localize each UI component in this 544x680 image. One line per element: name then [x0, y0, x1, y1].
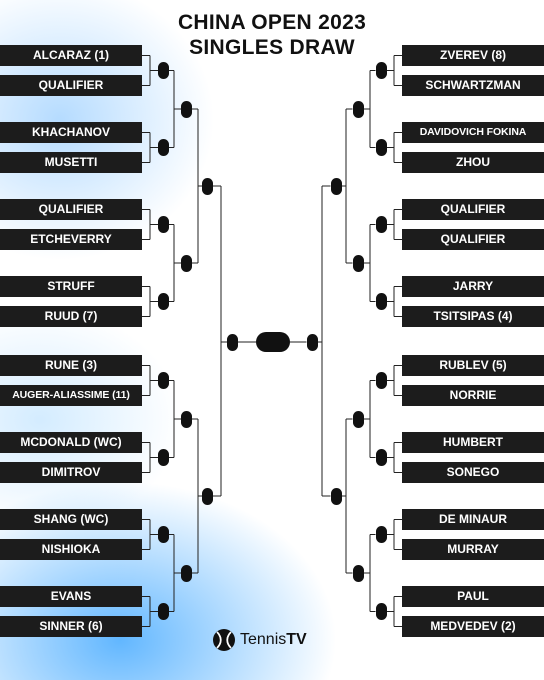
- right-r1-match-marker: [375, 603, 387, 620]
- right-qf-match-marker: [330, 177, 342, 195]
- right-r1-match-marker: [375, 293, 387, 310]
- left-draw-slot: SINNER (6): [0, 616, 142, 637]
- left-draw-slot: DIMITROV: [0, 462, 142, 483]
- right-draw-slot: QUALIFIER: [402, 199, 544, 220]
- title-line-2: SINGLES DRAW: [189, 36, 355, 59]
- tennistv-logo: TennisTV: [212, 626, 342, 654]
- left-draw-slot: SHANG (WC): [0, 509, 142, 530]
- right-draw-slot: NORRIE: [402, 385, 544, 406]
- left-r1-match-marker: [157, 139, 169, 156]
- left-r1-match-marker: [157, 293, 169, 310]
- left-r1-match-marker: [157, 62, 169, 79]
- right-draw-slot: HUMBERT: [402, 432, 544, 453]
- right-r1-match-marker: [375, 372, 387, 389]
- right-draw-slot: ZHOU: [402, 152, 544, 173]
- brand-name: TennisTV: [240, 631, 307, 648]
- right-r1-match-marker: [375, 449, 387, 466]
- left-r1-match-marker: [157, 603, 169, 620]
- page-title: CHINA OPEN 2023 SINGLES DRAW: [0, 10, 544, 60]
- right-draw-slot: JARRY: [402, 276, 544, 297]
- left-r2-match-marker: [180, 410, 192, 428]
- right-draw-slot: SONEGO: [402, 462, 544, 483]
- left-draw-slot: STRUFF: [0, 276, 142, 297]
- right-draw-slot: SCHWARTZMAN: [402, 75, 544, 96]
- left-draw-slot: RUNE (3): [0, 355, 142, 376]
- right-draw-slot: DAVIDOVICH FOKINA: [402, 122, 544, 143]
- right-r1-match-marker: [375, 62, 387, 79]
- right-draw-slot: PAUL: [402, 586, 544, 607]
- left-draw-slot: KHACHANOV: [0, 122, 142, 143]
- right-qf-match-marker: [330, 487, 342, 505]
- right-r2-match-marker: [352, 410, 364, 428]
- left-draw-slot: RUUD (7): [0, 306, 142, 327]
- right-draw-slot: TSITSIPAS (4): [402, 306, 544, 327]
- left-draw-slot: ETCHEVERRY: [0, 229, 142, 250]
- left-draw-slot: NISHIOKA: [0, 539, 142, 560]
- right-r1-match-marker: [375, 526, 387, 543]
- tennis-ball-icon: [213, 629, 235, 651]
- left-r2-match-marker: [180, 254, 192, 272]
- left-qf-match-marker: [201, 177, 213, 195]
- right-draw-slot: DE MINAUR: [402, 509, 544, 530]
- left-r2-match-marker: [180, 100, 192, 118]
- left-r2-match-marker: [180, 564, 192, 582]
- right-r1-match-marker: [375, 139, 387, 156]
- left-draw-slot: ALCARAZ (1): [0, 45, 142, 66]
- final-marker: [256, 332, 290, 352]
- left-draw-slot: MCDONALD (WC): [0, 432, 142, 453]
- right-draw-slot: ZVEREV (8): [402, 45, 544, 66]
- left-r1-match-marker: [157, 372, 169, 389]
- left-draw-slot: MUSETTI: [0, 152, 142, 173]
- right-draw-slot: MURRAY: [402, 539, 544, 560]
- left-sf-match-marker: [226, 333, 238, 351]
- left-r1-match-marker: [157, 449, 169, 466]
- right-draw-slot: MEDVEDEV (2): [402, 616, 544, 637]
- right-draw-slot: RUBLEV (5): [402, 355, 544, 376]
- right-r2-match-marker: [352, 564, 364, 582]
- right-draw-slot: QUALIFIER: [402, 229, 544, 250]
- left-draw-slot: AUGER-ALIASSIME (11): [0, 385, 142, 406]
- left-r1-match-marker: [157, 526, 169, 543]
- right-r2-match-marker: [352, 254, 364, 272]
- left-draw-slot: EVANS: [0, 586, 142, 607]
- right-r1-match-marker: [375, 216, 387, 233]
- left-draw-slot: QUALIFIER: [0, 75, 142, 96]
- left-draw-slot: QUALIFIER: [0, 199, 142, 220]
- right-r2-match-marker: [352, 100, 364, 118]
- left-qf-match-marker: [201, 487, 213, 505]
- left-r1-match-marker: [157, 216, 169, 233]
- title-line-1: CHINA OPEN 2023: [177, 11, 367, 34]
- right-sf-match-marker: [306, 333, 318, 351]
